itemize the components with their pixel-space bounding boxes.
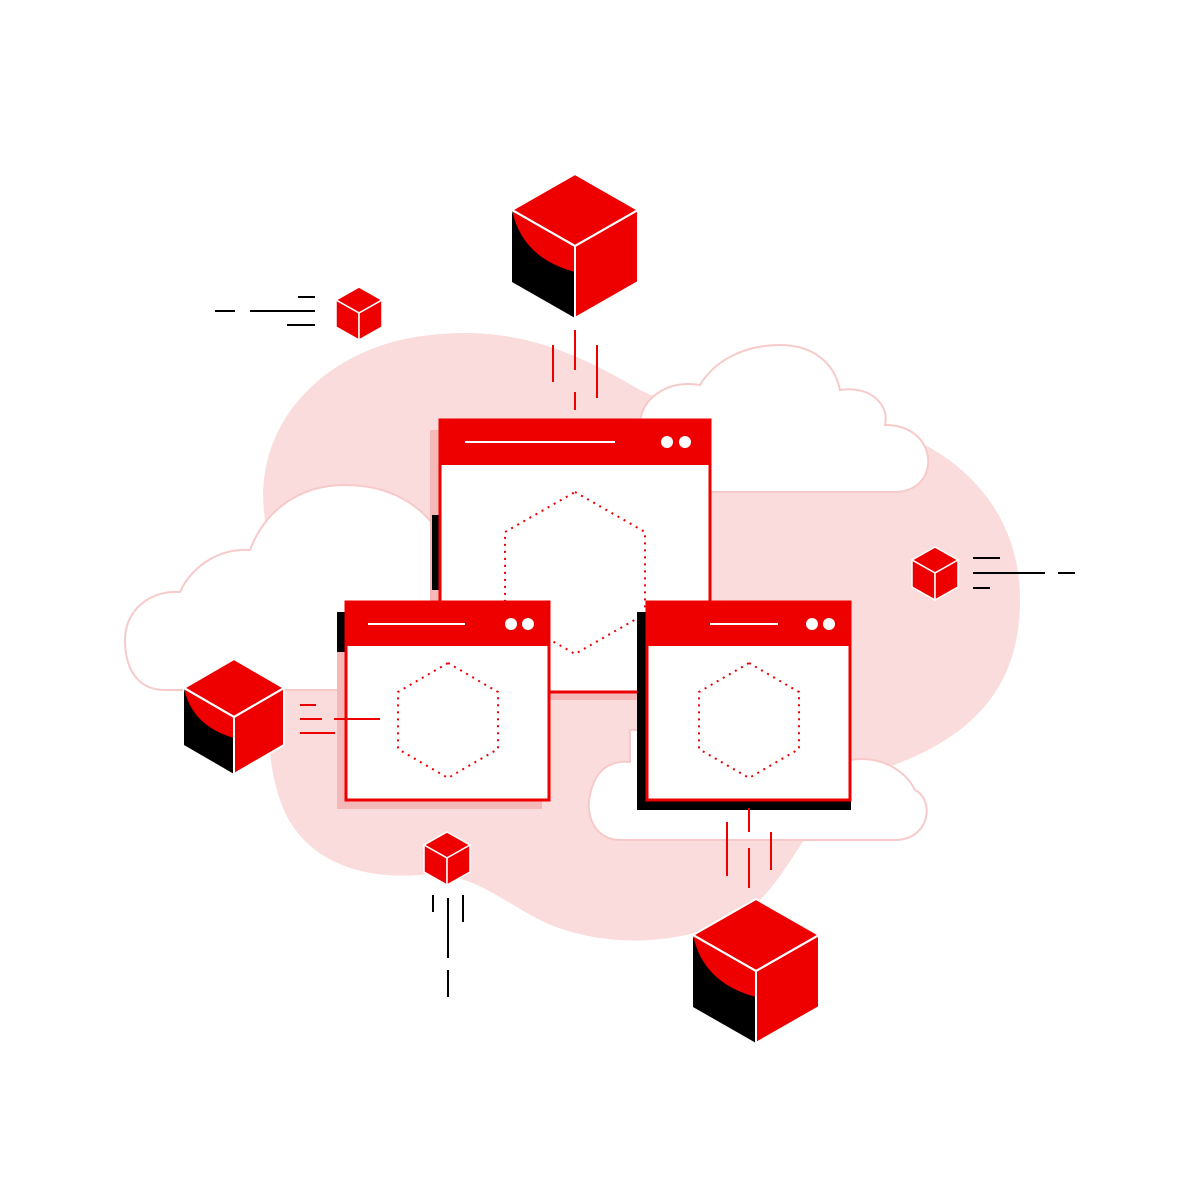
motion-lines bbox=[432, 895, 464, 997]
app-window-left bbox=[337, 600, 551, 809]
dotted-hexagon-icon bbox=[397, 661, 499, 780]
container-cube-icon bbox=[511, 173, 639, 319]
window-dot-icon bbox=[679, 436, 691, 448]
window-dot-icon bbox=[522, 618, 534, 630]
window-dot-icon bbox=[661, 436, 673, 448]
motion-lines bbox=[726, 808, 772, 888]
window-dot-icon bbox=[823, 618, 835, 630]
motion-lines bbox=[215, 296, 315, 326]
dotted-hexagon-icon bbox=[698, 661, 800, 780]
motion-lines bbox=[552, 330, 598, 410]
window-dot-icon bbox=[505, 618, 517, 630]
motion-lines bbox=[973, 557, 1075, 589]
cloud-icon bbox=[639, 343, 930, 493]
container-cube-icon bbox=[335, 286, 383, 341]
window-dot-icon bbox=[806, 618, 818, 630]
app-window-right bbox=[637, 600, 852, 810]
motion-lines bbox=[300, 704, 380, 734]
